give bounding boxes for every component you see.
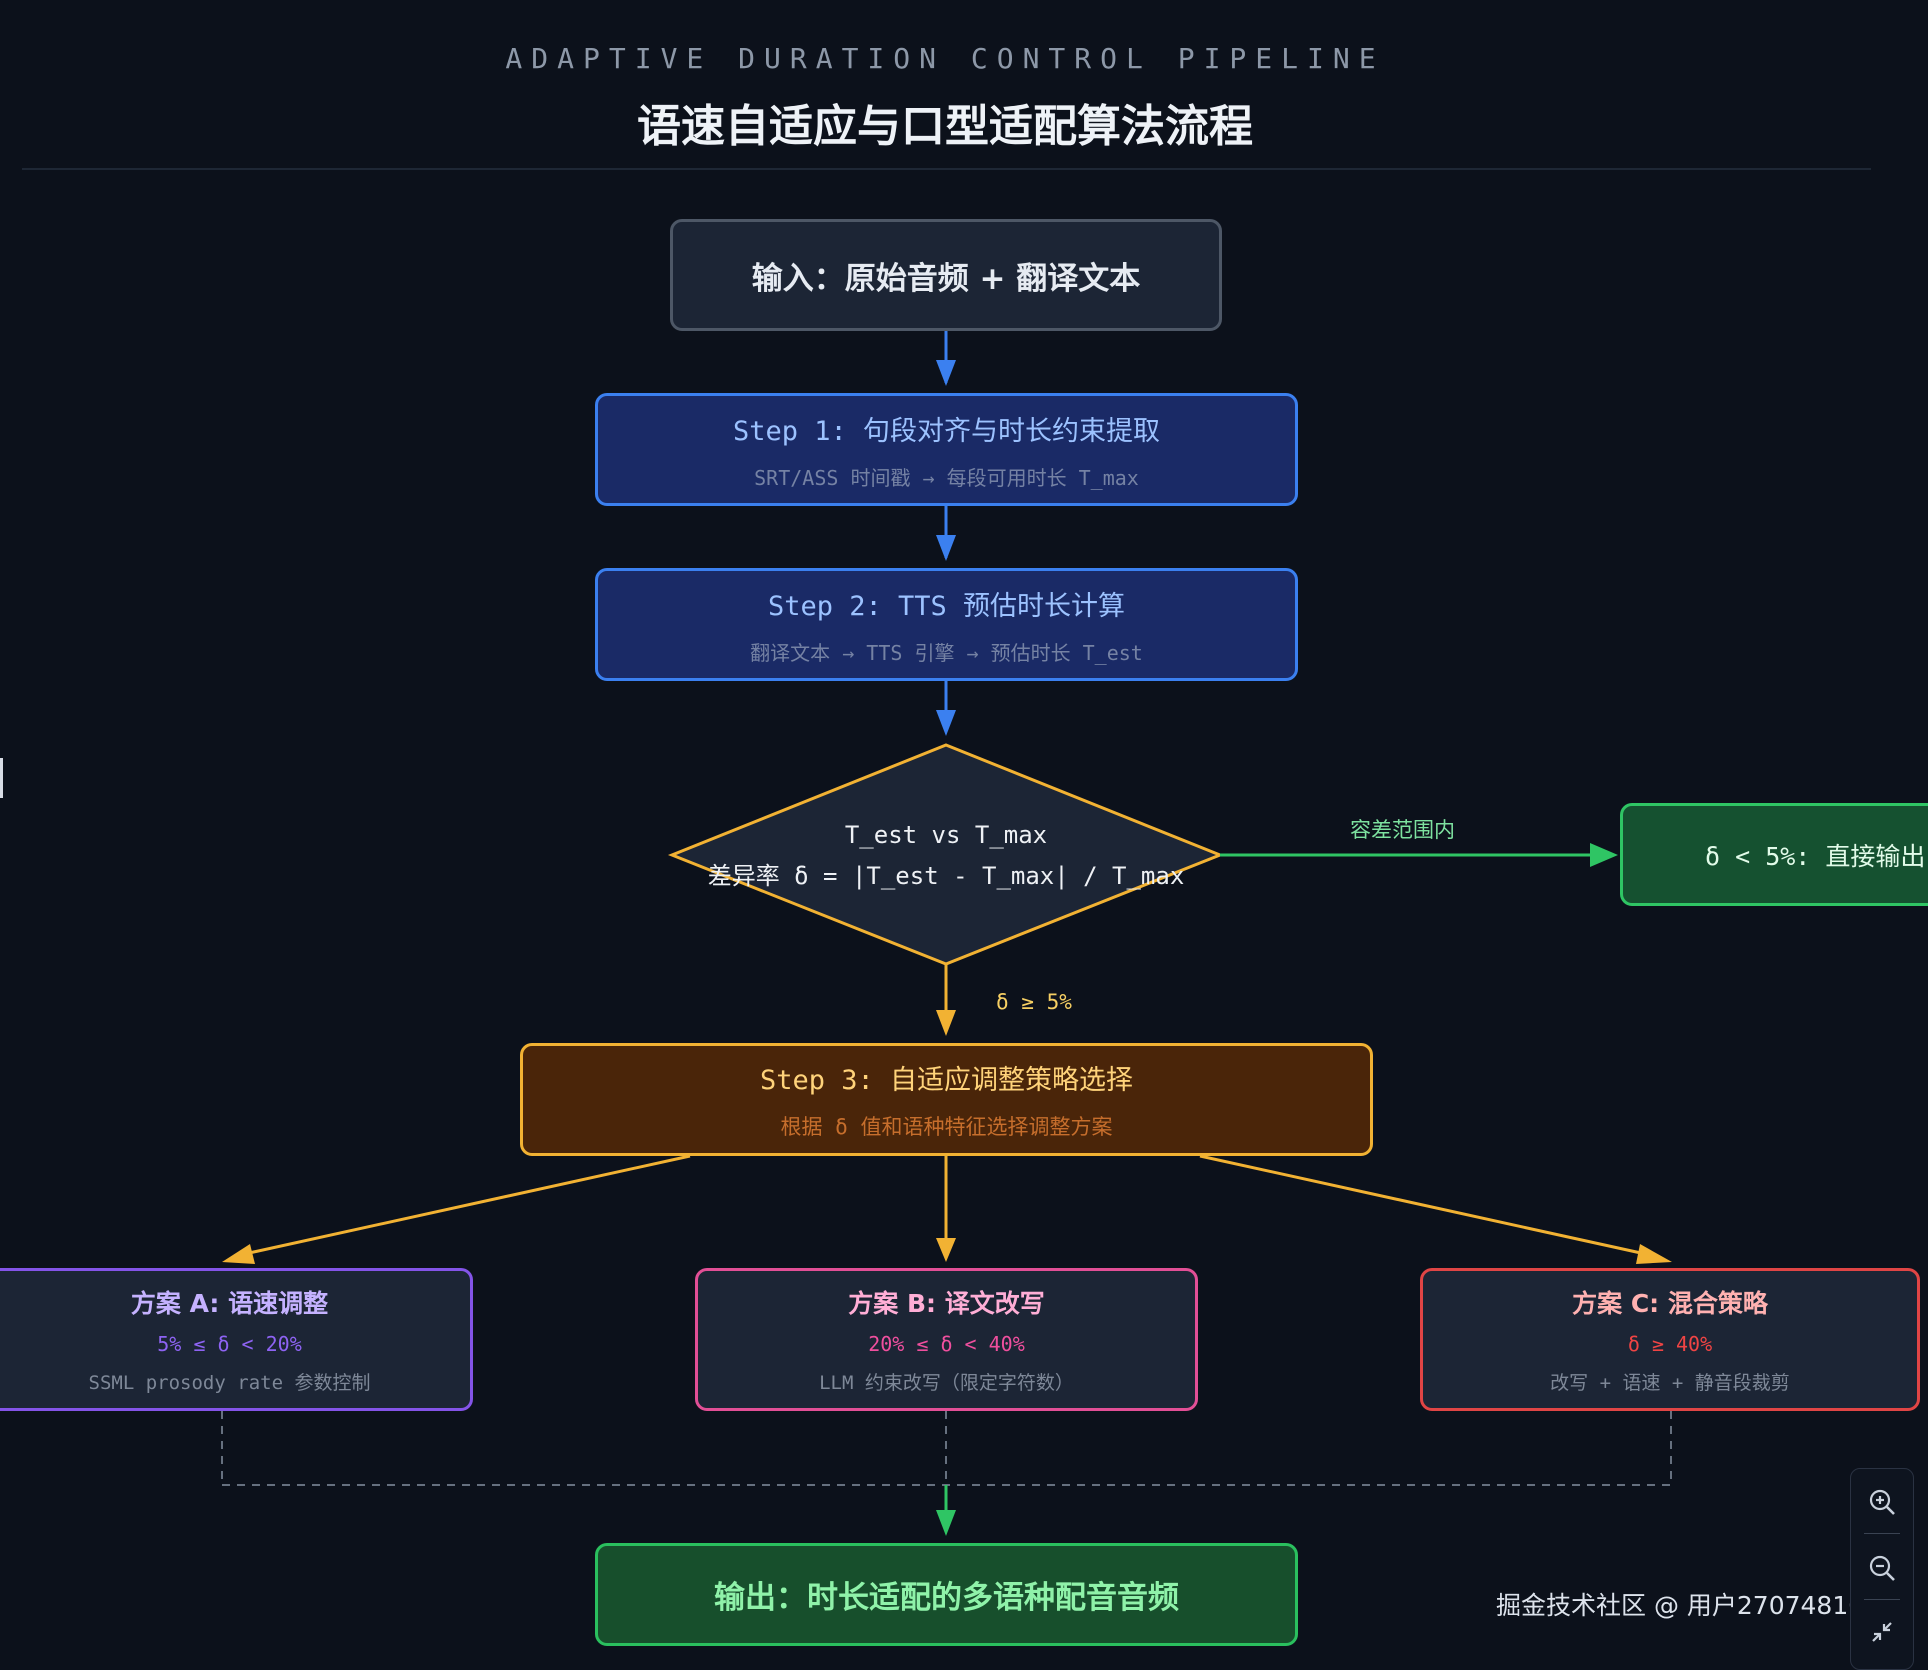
plan-c-range: δ ≥ 40% (1627, 1332, 1713, 1356)
step1-subtitle: SRT/ASS 时间戳 → 每段可用时长 T_max (754, 465, 1139, 490)
arrowhead-step2 (936, 535, 956, 561)
input-node-title: 输入：原始音频 + 翻译文本 (751, 260, 1141, 297)
step2-subtitle: 翻译文本 → TTS 引擎 → 预估时长 T_est (750, 640, 1143, 665)
zoom-out-button[interactable] (1851, 1539, 1913, 1597)
output-node: 输出：时长适配的多语种配音音频 (595, 1543, 1298, 1646)
output-node-title: 输出：时长适配的多语种配音音频 (714, 1580, 1179, 1616)
plan-b-node: 方案 B: 译文改写 20% ≤ δ < 40% LLM 约束改写（限定字符数） (695, 1268, 1198, 1411)
plan-c-detail: 改写 + 语速 + 静音段裁剪 (1550, 1372, 1790, 1394)
zoom-in-button[interactable] (1851, 1473, 1913, 1531)
arrowhead-direct (1590, 843, 1618, 867)
arrowhead-step1 (936, 360, 956, 386)
edge-label-within-tolerance: 容差范围内 (1350, 818, 1455, 842)
plan-b-range: 20% ≤ δ < 40% (868, 1332, 1025, 1356)
direct-output-title: δ < 5%: 直接输出 (1705, 841, 1926, 871)
zoom-in-icon (1869, 1489, 1895, 1515)
zoom-out-icon (1869, 1555, 1895, 1581)
step2-title: Step 2: TTS 预估时长计算 (767, 590, 1126, 622)
diagram-kicker: ADAPTIVE DURATION CONTROL PIPELINE (505, 42, 1385, 75)
zoom-separator (1864, 1599, 1900, 1600)
decision-diamond (667, 743, 1225, 966)
header-divider (22, 168, 1871, 170)
plan-a-detail: SSML prosody rate 参数控制 (88, 1372, 371, 1394)
arrowhead-decision (936, 710, 956, 736)
collapse-button[interactable] (1851, 1603, 1913, 1661)
input-node: 输入：原始音频 + 翻译文本 (670, 219, 1222, 331)
plan-a-node: 方案 A: 语速调整 5% ≤ δ < 20% SSML prosody rat… (0, 1268, 473, 1411)
arrowhead-planC (1636, 1244, 1672, 1264)
arrowhead-planA (222, 1244, 255, 1264)
collapse-icon (1872, 1622, 1892, 1642)
plan-a-range: 5% ≤ δ < 20% (157, 1332, 302, 1356)
plan-b-detail: LLM 约束改写（限定字符数） (819, 1372, 1074, 1394)
plan-a-title: 方案 A: 语速调整 (130, 1289, 329, 1318)
decision-line2: 差异率 δ = |T_est - T_max| / T_max (707, 862, 1185, 890)
decision-line1: T_est vs T_max (844, 821, 1048, 849)
step1-title: Step 1: 句段对齐与时长约束提取 (732, 415, 1161, 447)
step1-node: Step 1: 句段对齐与时长约束提取 SRT/ASS 时间戳 → 每段可用时长… (595, 393, 1298, 506)
plan-c-title: 方案 C: 混合策略 (1572, 1289, 1768, 1318)
edge-step3-planA (239, 1154, 691, 1257)
watermark: 掘金技术社区 @ 用户27074810903 (1496, 1591, 1912, 1620)
edge-step3-planC (1199, 1154, 1651, 1257)
plan-b-title: 方案 B: 译文改写 (848, 1289, 1045, 1318)
arrowhead-step3 (936, 1010, 956, 1036)
diagram-title: 语速自适应与口型适配算法流程 (637, 101, 1253, 152)
arrowhead-planB (936, 1238, 956, 1262)
step3-subtitle: 根据 δ 值和语种特征选择调整方案 (780, 1115, 1113, 1139)
edge-label-delta: δ ≥ 5% (996, 990, 1072, 1014)
zoom-separator (1864, 1533, 1900, 1534)
step3-node: Step 3: 自适应调整策略选择 根据 δ 值和语种特征选择调整方案 (520, 1043, 1373, 1156)
plan-c-node: 方案 C: 混合策略 δ ≥ 40% 改写 + 语速 + 静音段裁剪 (1420, 1268, 1920, 1411)
direct-output-node: δ < 5%: 直接输出 (1620, 803, 1928, 906)
step3-title: Step 3: 自适应调整策略选择 (759, 1065, 1134, 1096)
merge-dashed-lines (221, 1411, 1672, 1486)
arrowhead-output (936, 1510, 956, 1536)
step2-node: Step 2: TTS 预估时长计算 翻译文本 → TTS 引擎 → 预估时长 … (595, 568, 1298, 681)
zoom-controls (1850, 1468, 1914, 1670)
left-edge-marker (0, 758, 3, 798)
